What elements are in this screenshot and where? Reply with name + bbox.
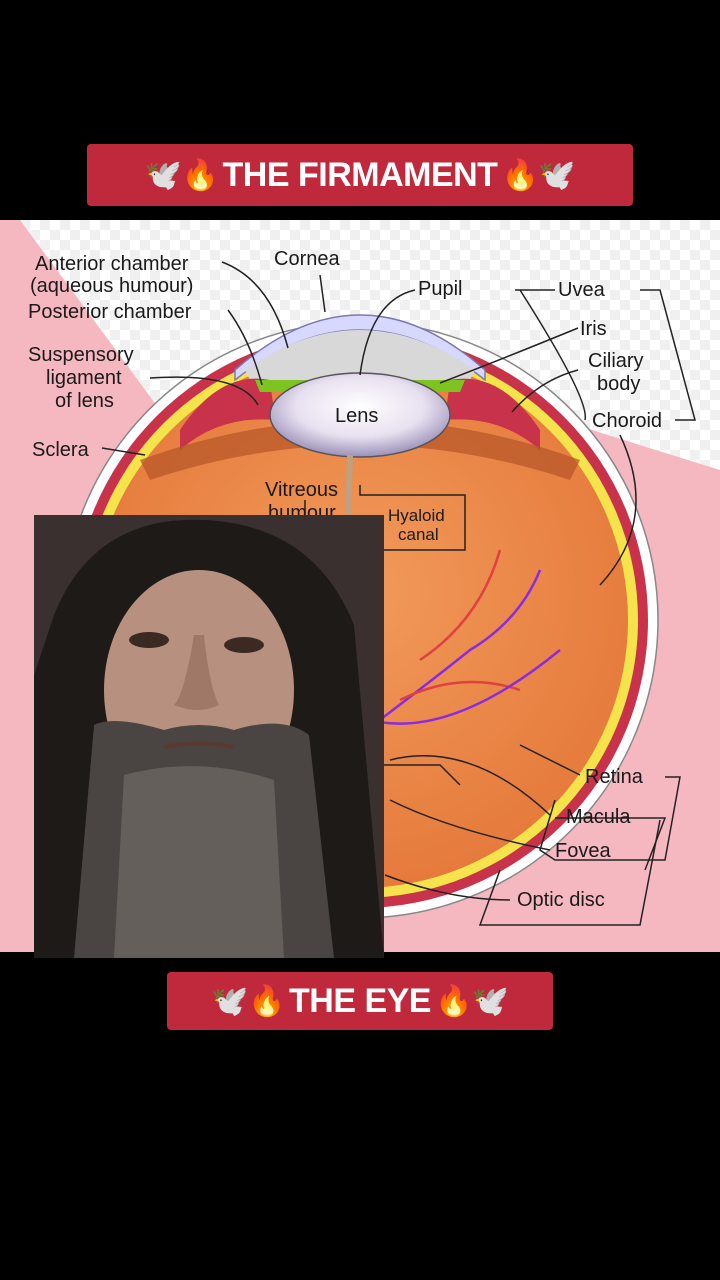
bottom-banner-text: THE EYE (289, 981, 431, 1020)
label-suspensory-3: of lens (55, 390, 114, 412)
label-anterior-chamber-1: Anterior chamber (35, 253, 189, 275)
label-cornea: Cornea (274, 248, 340, 270)
mouth (163, 741, 235, 749)
label-sclera: Sclera (32, 439, 90, 461)
label-hyaloid-2: canal (398, 525, 439, 544)
label-ciliary-2: body (597, 373, 640, 395)
label-hyaloid-1: Hyaloid (388, 506, 445, 525)
fire-dove-emoji-right: 🔥🕊️ (501, 157, 576, 193)
label-choroid: Choroid (592, 410, 662, 432)
label-posterior-chamber: Posterior chamber (28, 301, 192, 323)
fire-dove-emoji-right: 🔥🕊️ (434, 983, 509, 1019)
top-banner-text: THE FIRMAMENT (222, 155, 498, 194)
top-banner: 🕊️🔥 THE FIRMAMENT 🔥🕊️ (87, 144, 633, 206)
right-eye (224, 637, 264, 653)
label-vitreous-1: Vitreous (265, 479, 338, 501)
label-macula: Macula (566, 806, 631, 828)
label-retina: Retina (585, 766, 644, 788)
label-lens: Lens (335, 405, 378, 427)
label-uvea: Uvea (558, 279, 606, 301)
label-fovea: Fovea (555, 840, 611, 862)
nose (174, 635, 219, 710)
dove-fire-emoji-left: 🕊️🔥 (211, 983, 285, 1019)
label-suspensory-2: ligament (46, 367, 122, 389)
dove-fire-emoji-left: 🕊️🔥 (144, 157, 219, 193)
label-iris: Iris (580, 318, 607, 340)
label-suspensory-1: Suspensory (28, 344, 134, 366)
ciliary-body-right (445, 378, 540, 450)
label-pupil: Pupil (418, 278, 462, 300)
presenter-photo (34, 515, 384, 958)
bottom-banner: 🕊️🔥 THE EYE 🔥🕊️ (167, 972, 553, 1030)
anterior-chamber (245, 330, 475, 380)
ciliary-ridge (140, 420, 580, 480)
label-anterior-chamber-2: (aqueous humour) (30, 275, 193, 297)
label-optic-disc: Optic disc (517, 889, 605, 911)
label-ciliary-1: Ciliary (588, 350, 644, 372)
left-eye (129, 632, 169, 648)
beard-grey (114, 766, 284, 958)
